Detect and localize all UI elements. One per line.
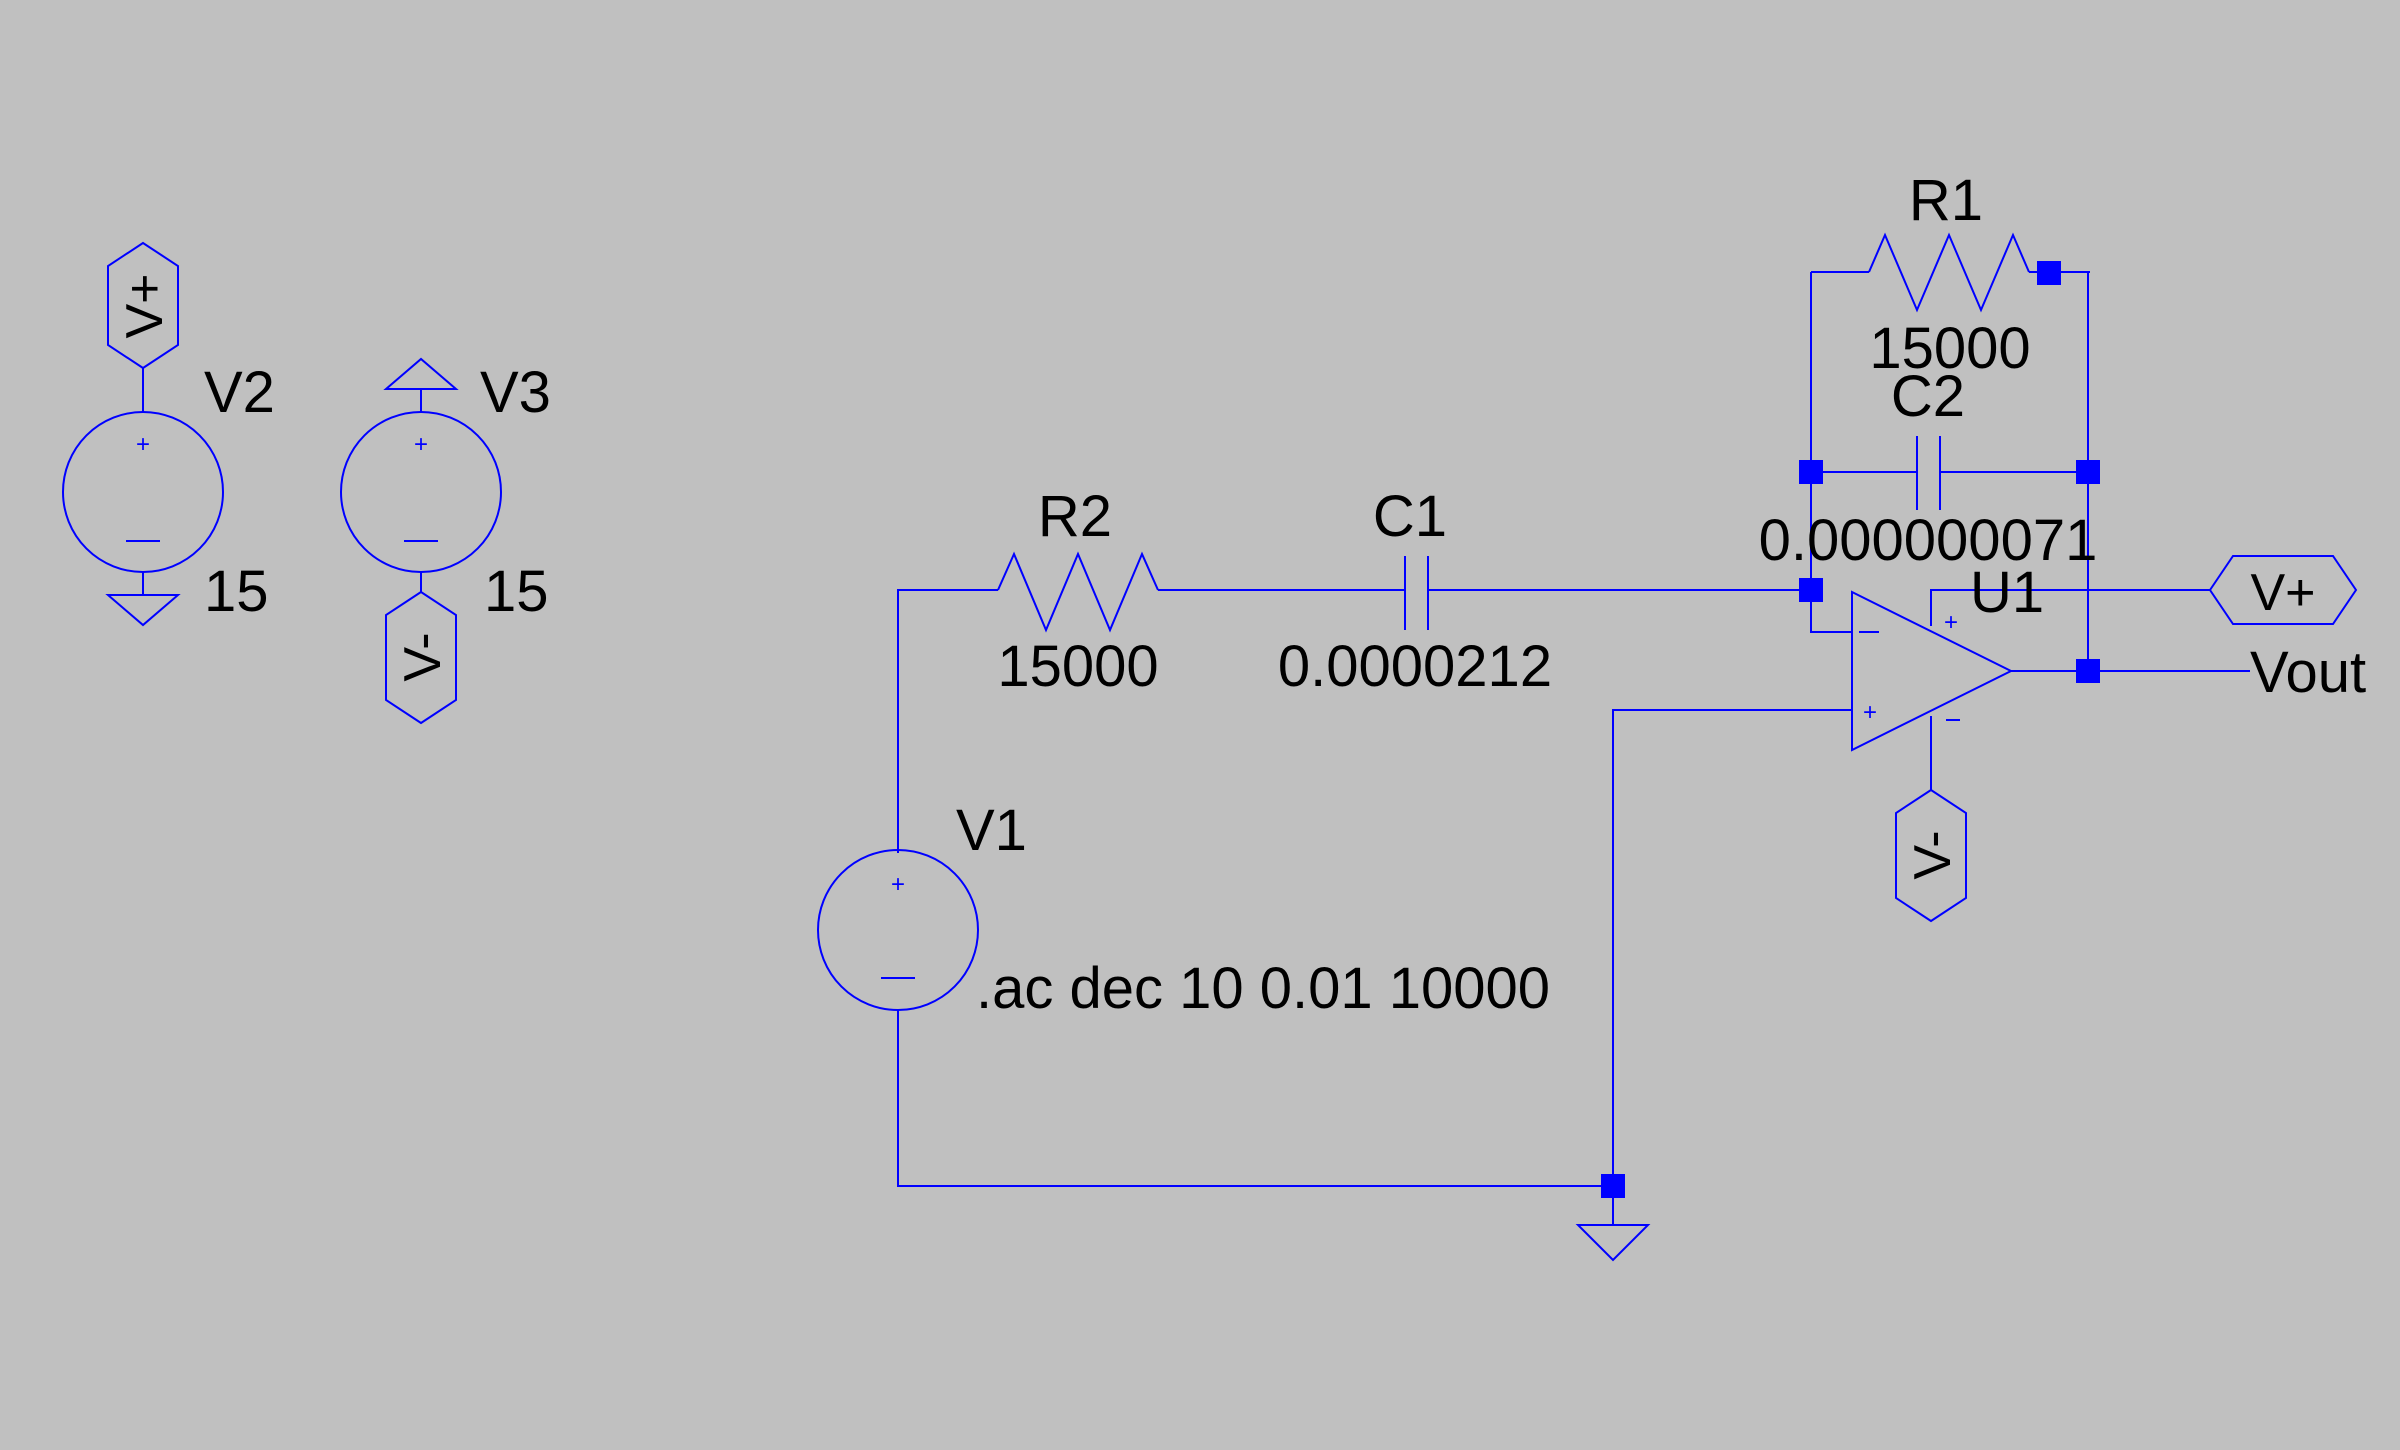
component-name-c1: C1 [1373, 484, 1447, 549]
net-flag-vminus-v3[interactable] [385, 590, 457, 725]
net-flag-vplus-u1-text: V+ [2250, 564, 2315, 622]
plus-mark: + [414, 431, 428, 458]
voltage-source-v3[interactable]: + V- V3 15 [340, 357, 551, 725]
component-name-u1: U1 [1970, 560, 2044, 625]
plus-mark: + [136, 431, 150, 458]
net-flag-vminus-v3-text: V- [394, 632, 452, 681]
junction-nodes [1601, 261, 2100, 1198]
noninverting-input-mark: + [1863, 699, 1877, 726]
ground-icon [383, 357, 459, 390]
net-flag-vminus-u1[interactable]: V- [1895, 788, 1967, 923]
plus-mark: + [891, 871, 905, 898]
spice-directive[interactable]: .ac dec 10 0.01 10000 [976, 956, 1550, 1021]
component-value-v2[interactable]: 15 [204, 559, 269, 624]
component-value-c2[interactable]: 0.000000071 [1759, 508, 2098, 573]
voltage-source-v2[interactable]: V+ + V2 15 [62, 241, 275, 627]
voltage-source-v1[interactable]: + V1 [817, 798, 1027, 1011]
component-name-v3: V3 [480, 360, 551, 425]
component-name-v2: V2 [204, 360, 275, 425]
component-value-r1[interactable]: 15000 [1869, 316, 2030, 381]
component-value-c1[interactable]: 0.0000212 [1278, 634, 1552, 699]
component-value-r2[interactable]: 15000 [997, 634, 1158, 699]
component-name-r1: R1 [1909, 168, 1983, 233]
opamp-triangle [1851, 590, 2014, 752]
component-name-c2: C2 [1891, 364, 1965, 429]
net-flag-vminus-u1-text: V- [1904, 830, 1962, 879]
net-flag-vplus-u1[interactable]: V+ [2208, 555, 2358, 625]
source-circle-v1 [817, 849, 979, 1011]
resistor-r2[interactable]: R2 15000 [997, 484, 1159, 699]
resistor-r1[interactable]: R1 15000 [1868, 168, 2031, 381]
supply-pos-mark: + [1944, 609, 1958, 636]
net-flag-vplus-v2-text: V+ [116, 273, 174, 338]
capacitor-c1[interactable]: C1 0.0000212 [1278, 484, 1552, 699]
capacitor-c2[interactable]: C2 0.000000071 [1759, 364, 2098, 573]
vout-label[interactable]: Vout [2250, 640, 2366, 705]
circuit-wires [897, 271, 2250, 1225]
opamp-u1[interactable]: + + U1 [1851, 560, 2044, 752]
ground-icon [105, 594, 181, 627]
component-name-r2: R2 [1038, 484, 1112, 549]
component-value-v3[interactable]: 15 [484, 559, 549, 624]
component-name-v1: V1 [956, 798, 1027, 863]
ground-icon [1575, 1224, 1651, 1262]
